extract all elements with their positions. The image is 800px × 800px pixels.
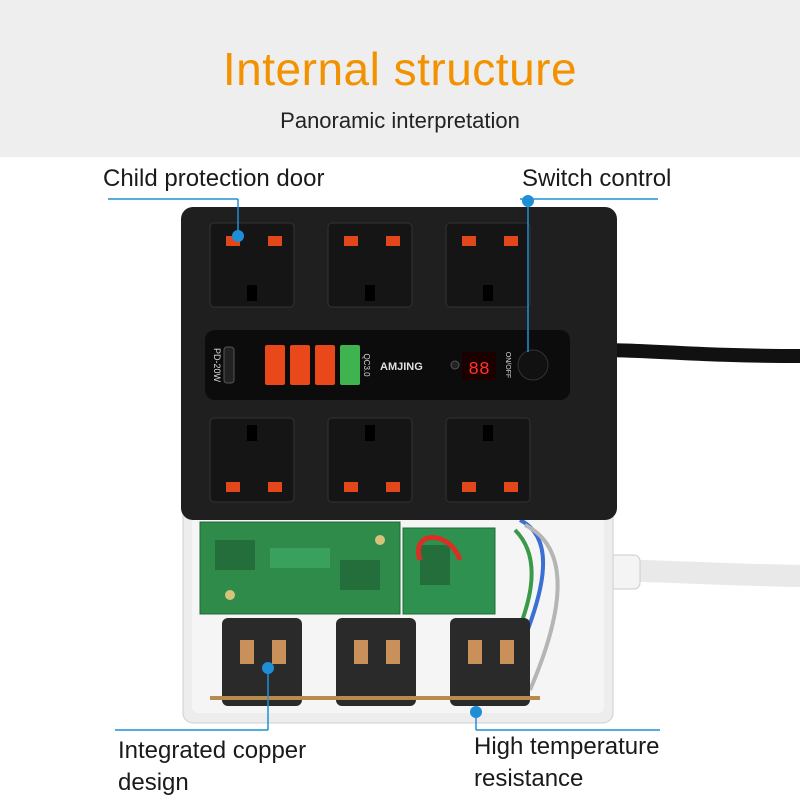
callout-child-protection: Child protection door	[103, 165, 325, 192]
callout-switch-control: Switch control	[522, 165, 672, 192]
callout-dot-switch	[522, 195, 534, 207]
brand-logo: AMJING	[380, 361, 423, 373]
qc-label: QC3.0	[362, 353, 371, 377]
display-digits: 88	[468, 360, 490, 380]
power-cord	[599, 343, 800, 363]
grey-wire	[524, 523, 560, 691]
usb-port-2	[290, 345, 310, 385]
page-subtitle: Panoramic interpretation	[280, 108, 520, 133]
led-display	[462, 352, 496, 380]
callout-heat-line1: High temperature	[474, 733, 660, 760]
callout-copper-line1: Integrated copper	[118, 737, 307, 764]
usb-port-1	[265, 345, 285, 385]
usb-port-3	[315, 345, 335, 385]
callout-copper-line2: design	[118, 769, 189, 796]
header-banner: Internal structure Panoramic interpretat…	[0, 0, 800, 157]
bottom-sockets	[209, 417, 531, 503]
page-title: Internal structure	[222, 43, 578, 95]
switch-button	[517, 349, 549, 381]
callout-copper: Integrated copper design	[118, 735, 306, 799]
callout-dot-child	[232, 230, 244, 242]
red-wire	[415, 535, 463, 561]
indicator-light	[450, 360, 460, 370]
usb-c-port	[223, 346, 235, 384]
callout-heat: High temperature resistance	[474, 731, 659, 795]
callout-heat-line2: resistance	[474, 765, 584, 792]
switch-label: ON/OFF	[504, 352, 511, 378]
pd-label: PD-20W	[212, 348, 222, 383]
top-sockets	[209, 222, 531, 308]
pcb-board	[199, 521, 496, 615]
socket-internals	[210, 618, 540, 706]
usb-port-qc	[340, 345, 360, 385]
